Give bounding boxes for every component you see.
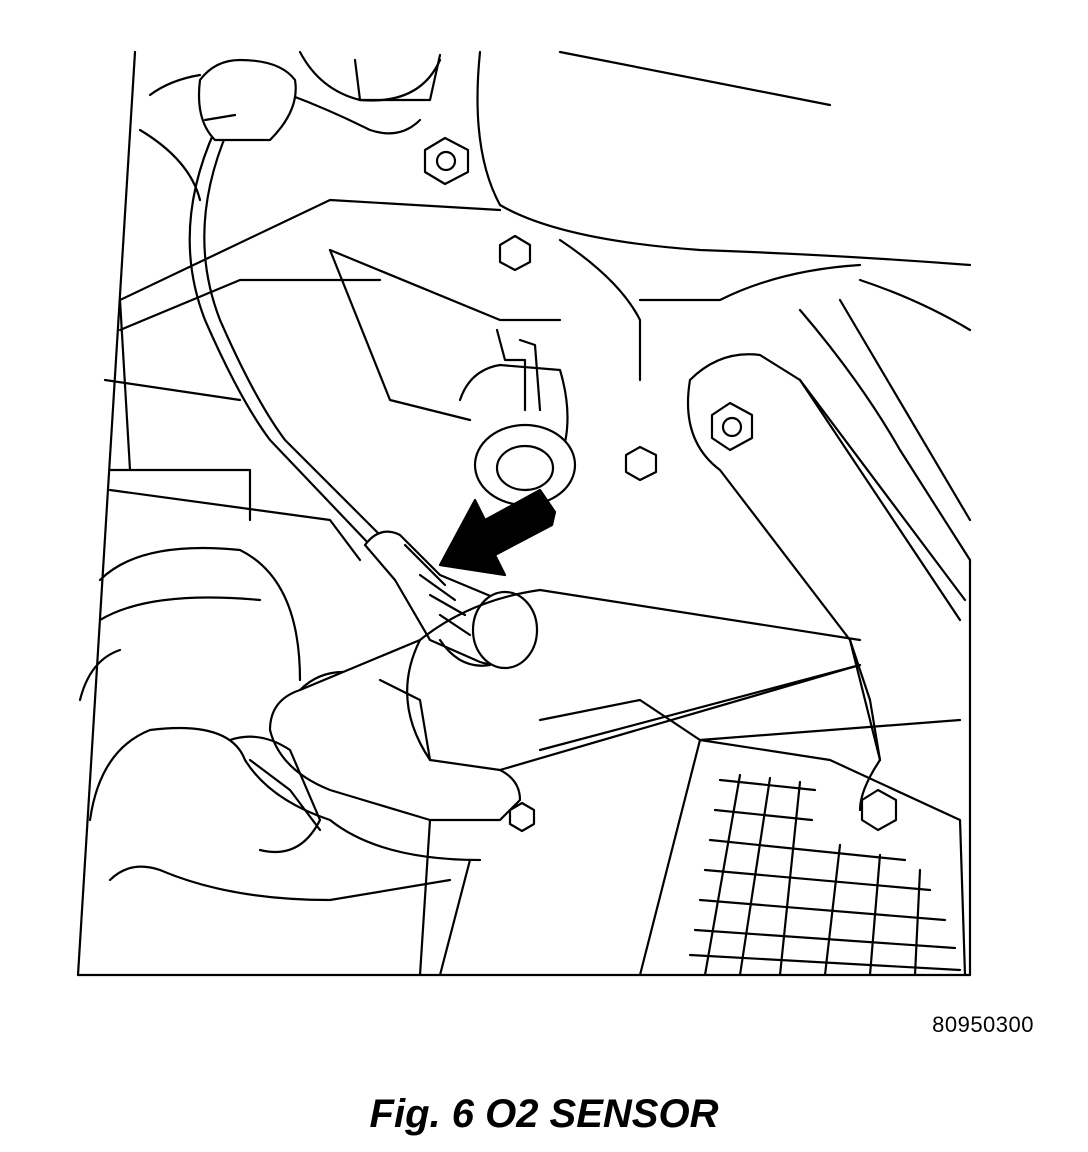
figure-caption: Fig. 6 O2 SENSOR (369, 1092, 719, 1136)
catalytic-converter (78, 546, 482, 977)
o2-sensor (363, 530, 539, 670)
o2-sensor-illustration (76, 50, 972, 977)
bolts (316, 136, 898, 833)
reference-number: 80950300 (932, 1012, 1034, 1037)
support-arm (686, 353, 967, 812)
exhaust-port (458, 328, 577, 507)
exhaust-flange (268, 588, 862, 822)
frame-edges (76, 50, 972, 977)
left-structure (103, 298, 362, 562)
heat-shield-grille (538, 698, 967, 977)
sensor-wire (188, 58, 387, 547)
engine-structure (118, 50, 972, 562)
callout-arrow (438, 488, 557, 577)
